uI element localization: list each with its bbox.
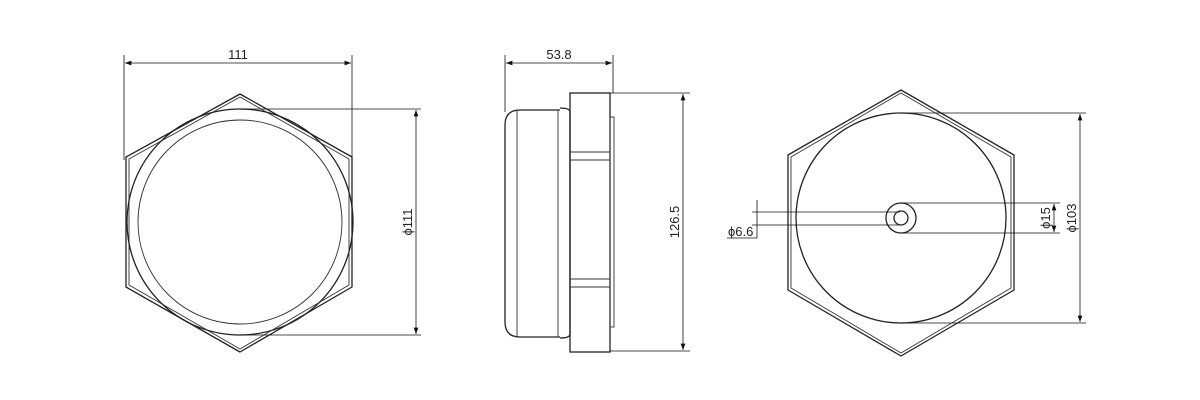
- hex-outline: [787, 89, 1015, 357]
- inner-circle: [137, 119, 343, 325]
- hex-outline: [125, 93, 353, 353]
- hex-chamfer: [128, 96, 350, 350]
- outer-circle: [126, 108, 354, 336]
- side-view: 53.8 126.5: [504, 47, 690, 353]
- hole-circle: [893, 210, 909, 226]
- hex-body: [569, 92, 611, 353]
- width-dimension-label: 111: [228, 47, 248, 62]
- cap-body: [504, 109, 560, 338]
- base-plate: [609, 116, 615, 328]
- depth-dimension-label: 53.8: [546, 47, 571, 62]
- flange-ring: [559, 107, 571, 339]
- hole-dimension-label: ϕ6.6: [728, 224, 753, 239]
- diameter-dimension-label: ϕ103: [1064, 204, 1079, 233]
- front-view: 111 ϕ111: [123, 47, 421, 353]
- height-dimension-label: 126.5: [667, 206, 682, 239]
- back-view: ϕ6.6 ϕ15 ϕ103: [727, 89, 1086, 357]
- diameter-dimension-label: ϕ111: [400, 208, 415, 235]
- hex-chamfer: [790, 92, 1012, 354]
- boss-dimension-label: ϕ15: [1038, 207, 1053, 229]
- boss-circle: [885, 202, 917, 234]
- base-circle: [795, 112, 1007, 324]
